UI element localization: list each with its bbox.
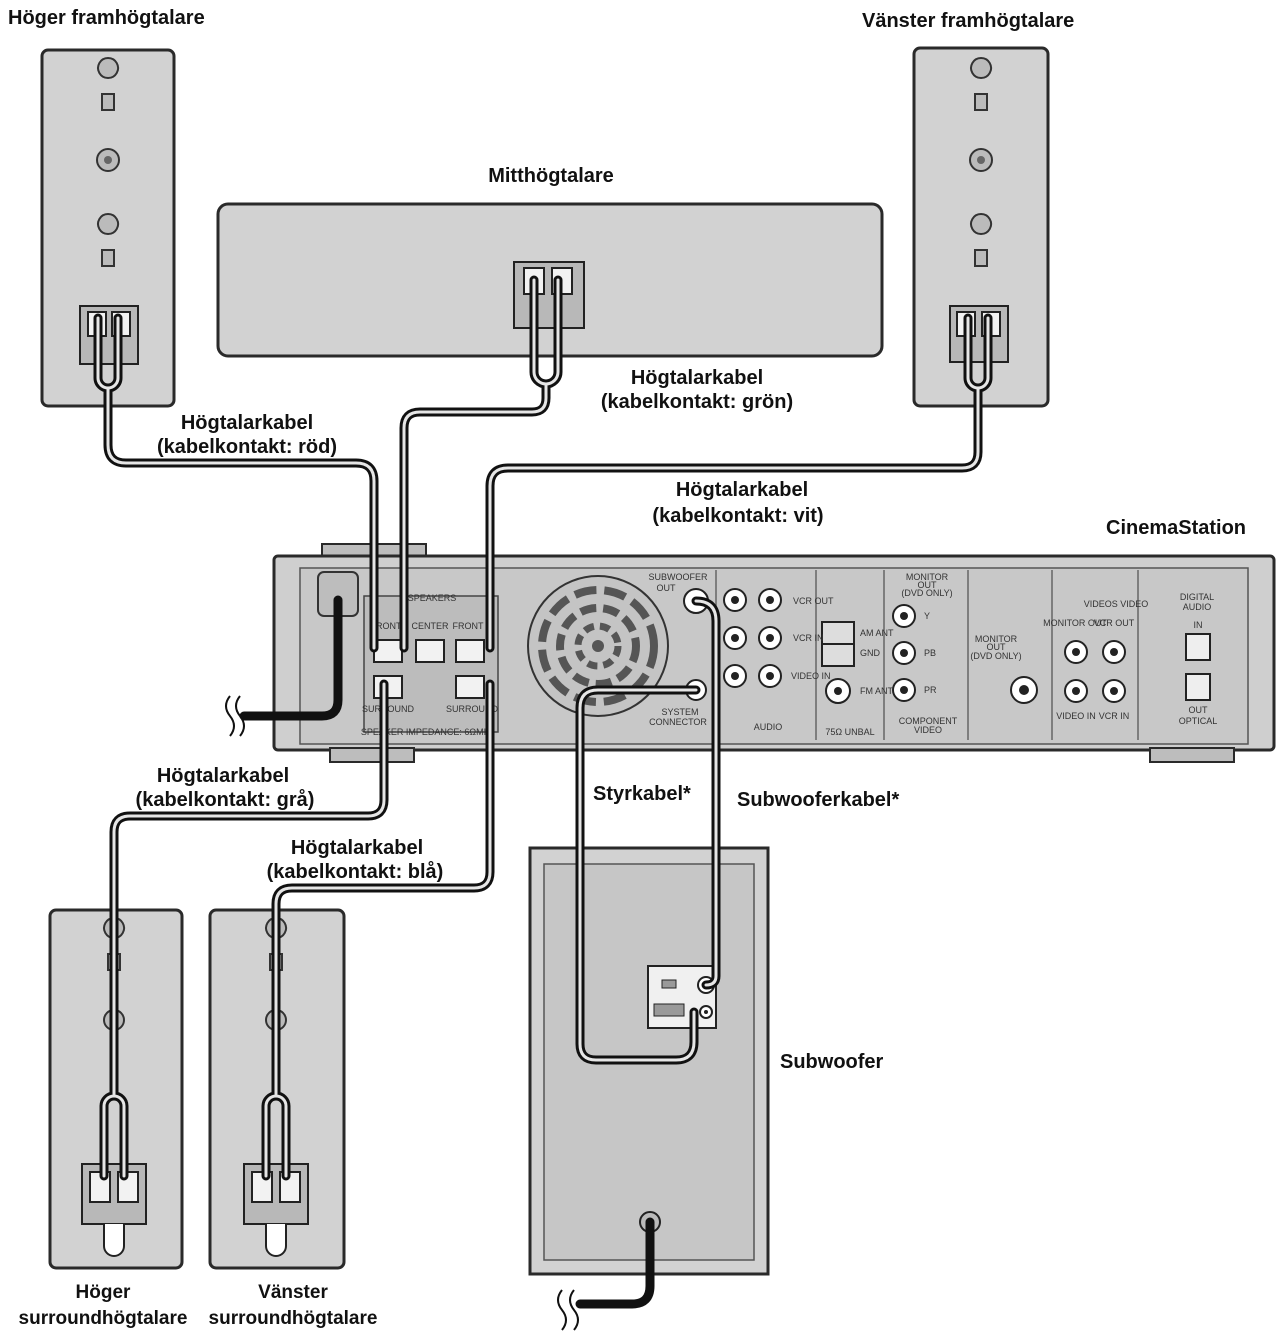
label-center: Mitthögtalare [488,165,614,187]
panel-monitor-out-label-1: MONITOR [906,572,949,582]
label-cable-green-1: Högtalarkabel [631,367,763,389]
label-subwoofer-cable: Subwooferkabel* [737,789,899,811]
panel-system-label-1: SYSTEM [661,707,698,717]
panel-v-vcr-out-label: VCR OUT [1094,618,1135,628]
panel-v-vcr-in-label: VCR IN [1099,711,1130,721]
label-cable-green-2: (kabelkontakt: grön) [601,391,793,413]
cinemastation-unit [272,543,1276,763]
panel-v-monitor-out-label: MONITOR OUT [1043,618,1107,628]
panel-component-label-2: VIDEO [914,725,942,735]
panel-system-label-2: CONNECTOR [649,717,707,727]
panel-subwoofer-out-label-2: OUT [657,583,677,593]
label-cable-white-1: Högtalarkabel [676,479,808,501]
panel-dvd-only-label: (DVD ONLY) [901,588,952,598]
panel-video-in-label: VIDEO IN [791,671,831,681]
panel-y-label: Y [924,611,930,621]
panel-audio-label: AUDIO [754,722,783,732]
label-surround-left-1: Vänster [258,1282,328,1303]
label-subwoofer: Subwoofer [780,1051,884,1073]
fan-grille [527,575,669,717]
diagram-labels: Höger framhögtalare Vänster framhögtalar… [8,7,1246,1329]
label-front-left: Vänster framhögtalare [862,10,1074,32]
label-surround-left-2: surroundhögtalare [209,1308,378,1329]
panel-pb-label: PB [924,648,936,658]
panel-center-label: CENTER [411,621,449,631]
panel-digital-label-2: AUDIO [1183,602,1212,612]
panel-speakers-label: SPEAKERS [408,593,457,603]
label-cinemastation: CinemaStation [1106,517,1246,539]
panel-unbal-label: 75Ω UNBAL [825,727,874,737]
label-front-right: Höger framhögtalare [8,7,205,29]
label-cable-gray-2: (kabelkontakt: grå) [136,788,315,811]
panel-subwoofer-out-label-1: SUBWOOFER [648,572,708,582]
panel-surround-l-label: SURROUND [446,704,499,714]
panel-front-l-label: FRONT [453,621,484,631]
panel-am-ant-label: AM ANT [860,628,894,638]
panel-digital-label-1: DIGITAL [1180,592,1214,602]
panel-component-label-1: COMPONENT [899,716,958,726]
panel-front-r-label: FRONT [371,621,402,631]
panel-monitor-out-label-2: OUT [918,580,938,590]
label-surround-right-2: surroundhögtalare [19,1308,188,1329]
panel-vcr-in-label: VCR IN [793,633,824,643]
panel-videos-video-label: VIDEOS VIDEO [1084,599,1149,609]
subwoofer-power-cord [575,1217,655,1309]
label-control-cable: Styrkabel* [593,783,691,805]
panel-impedance-label: SPEAKER IMPEDANCE: 6ΩMIN. [361,727,495,737]
panel-gnd-label: GND [860,648,881,658]
panel-labels: SPEAKERS FRONT CENTER FRONT SURROUND SUR… [361,572,1217,737]
label-cable-red-1: Högtalarkabel [181,412,313,434]
label-cable-red-2: (kabelkontakt: röd) [157,436,337,458]
panel-pr-label: PR [924,685,937,695]
front-right-speaker [40,48,176,408]
panel-digital-in-label: IN [1194,620,1203,630]
panel-digital-out-label: OUT [1189,705,1209,715]
panel-s-monitor-label-2: OUT [987,642,1007,652]
label-surround-right-1: Höger [76,1282,132,1303]
panel-fm-ant-label: FM ANT [860,686,894,696]
panel-s-dvd-only-label: (DVD ONLY) [970,651,1021,661]
panel-optical-label: OPTICAL [1179,716,1218,726]
cables [93,275,993,1331]
front-left-speaker [912,46,1050,408]
label-cable-blue-2: (kabelkontakt: blå) [267,860,444,883]
label-cable-white-2: (kabelkontakt: vit) [652,505,823,527]
label-cable-gray-1: Högtalarkabel [157,765,289,787]
panel-s-monitor-label-1: MONITOR [975,634,1018,644]
panel-v-video-in-label: VIDEO IN [1056,711,1096,721]
power-cord [239,595,343,721]
label-cable-blue-1: Högtalarkabel [291,837,423,859]
center-speaker [216,202,884,358]
panel-vcr-out-label: VCR OUT [793,596,834,606]
